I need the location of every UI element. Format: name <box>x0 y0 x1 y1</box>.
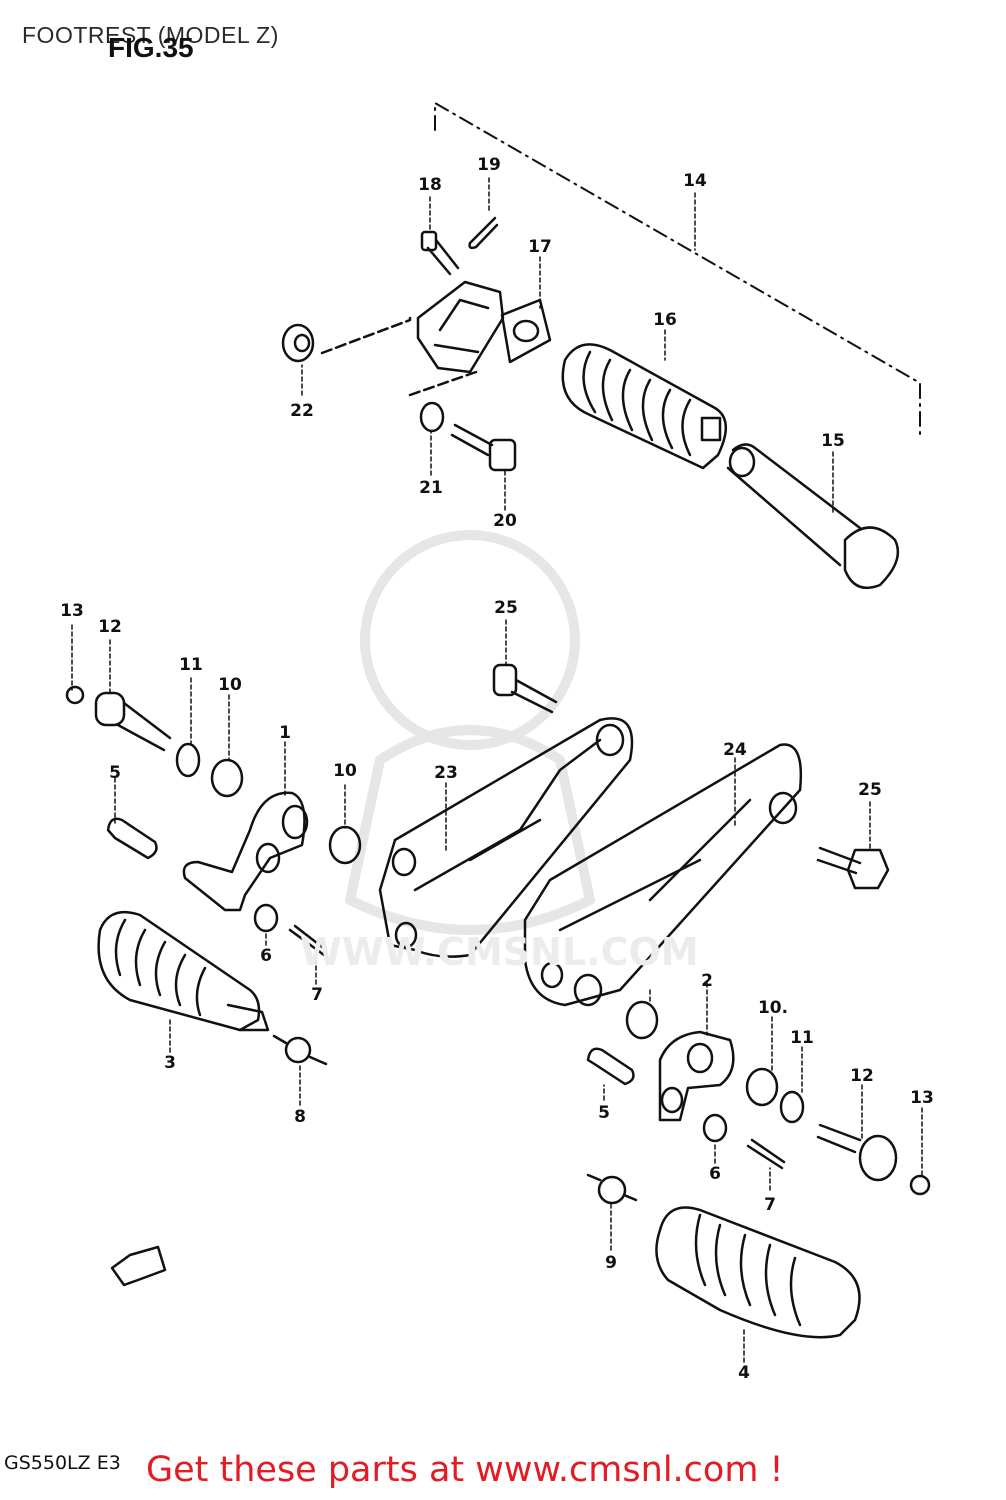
part-11-washer-right <box>779 1090 805 1124</box>
figure-label: FIG.35 <box>108 32 194 63</box>
part-13-cap-right <box>909 1174 931 1196</box>
callout-7-right: 7 <box>764 1195 776 1215</box>
part-11-washer-left <box>175 742 201 778</box>
callout-11-right: 11 <box>790 1028 814 1048</box>
part-8-spring <box>272 1034 328 1066</box>
part-3-footrest-left <box>97 910 270 1032</box>
part-12-pin-right <box>816 1123 898 1182</box>
leader-lines <box>71 177 923 1363</box>
part-6-washer-right <box>702 1113 728 1143</box>
callout-3: 3 <box>164 1053 176 1073</box>
part-10-bushing-right <box>625 1000 659 1040</box>
page-title: FOOTREST (MODEL Z) <box>22 22 279 48</box>
part-9-spring <box>586 1173 638 1205</box>
callout-14: 14 <box>683 171 707 191</box>
forward-arrow <box>110 1245 167 1287</box>
callout-17: 17 <box>528 237 552 257</box>
callout-1: 1 <box>279 723 291 743</box>
part-20-bolt <box>450 423 517 472</box>
callout-2: 2 <box>701 971 713 991</box>
callout-7-left: 7 <box>311 985 323 1005</box>
callout-6-right: 6 <box>709 1164 721 1184</box>
callout-8: 8 <box>294 1107 306 1127</box>
cmsnl-parts-link[interactable]: Get these parts at www.cmsnl.com ! <box>146 1450 784 1490</box>
part-10-bushing-middle <box>328 825 362 865</box>
part-24-plate <box>523 743 802 1007</box>
callout-22: 22 <box>290 401 314 421</box>
callout-10-right: 10. <box>758 998 788 1018</box>
callout-9: 9 <box>605 1253 617 1273</box>
callout-24: 24 <box>723 740 747 760</box>
callout-16: 16 <box>653 310 677 330</box>
watermark-mascot <box>345 530 595 935</box>
part-25-bolt-right <box>816 846 890 890</box>
callout-21: 21 <box>419 478 443 498</box>
part-17-plate <box>500 298 552 364</box>
callout-12-right: 12 <box>850 1066 874 1086</box>
part-7-cotter-pin-right <box>746 1138 786 1170</box>
rear-footrest-bracket <box>416 280 505 374</box>
model-code: GS550LZ E3 <box>4 1452 121 1474</box>
part-21-washer <box>419 401 445 433</box>
callout-10-left: 10 <box>218 675 242 695</box>
part-5-pin-right <box>586 1047 635 1086</box>
part-23-plate <box>378 717 634 958</box>
callout-11-left: 11 <box>179 655 203 675</box>
callout-12-left: 12 <box>98 617 122 637</box>
part-25-bolt-upper <box>492 663 558 714</box>
part-13-cap-left <box>65 685 85 705</box>
part-6-washer-left <box>253 903 279 933</box>
part-16-rubber <box>561 343 727 470</box>
callout-18: 18 <box>418 175 442 195</box>
part-12-pin-left <box>94 691 172 752</box>
assembly-14-bracket <box>434 102 921 436</box>
callout-13-left: 13 <box>60 601 84 621</box>
callout-23: 23 <box>434 763 458 783</box>
callout-19: 19 <box>477 155 501 175</box>
part-5-pin-left <box>106 817 158 860</box>
part-18-bolt <box>420 230 460 276</box>
callout-5-right: 5 <box>598 1103 610 1123</box>
callout-5-left: 5 <box>109 763 121 783</box>
part-7-cotter-pin-left <box>288 924 328 957</box>
part-1-holder-left <box>182 791 306 912</box>
callout-4: 4 <box>738 1363 750 1383</box>
part-15-footrest-peg <box>726 443 900 590</box>
part-4-footrest-right <box>655 1206 861 1339</box>
callout-13-right: 13 <box>910 1088 934 1108</box>
callout-15: 15 <box>821 431 845 451</box>
part-19-cotter-pin <box>468 216 499 250</box>
watermark-text: WWW.CMSNL.COM <box>300 930 699 974</box>
part-22-nut <box>281 323 315 363</box>
part-10-bushing-left <box>210 758 244 798</box>
callout-6-left: 6 <box>260 946 272 966</box>
callout-25-right: 25 <box>858 780 882 800</box>
callout-20: 20 <box>493 511 517 531</box>
callout-25-upper: 25 <box>494 598 518 618</box>
part-2-holder-right <box>658 1030 735 1122</box>
callout-10-middle: 10 <box>333 761 357 781</box>
part-10-bushing-right-2 <box>745 1067 779 1107</box>
